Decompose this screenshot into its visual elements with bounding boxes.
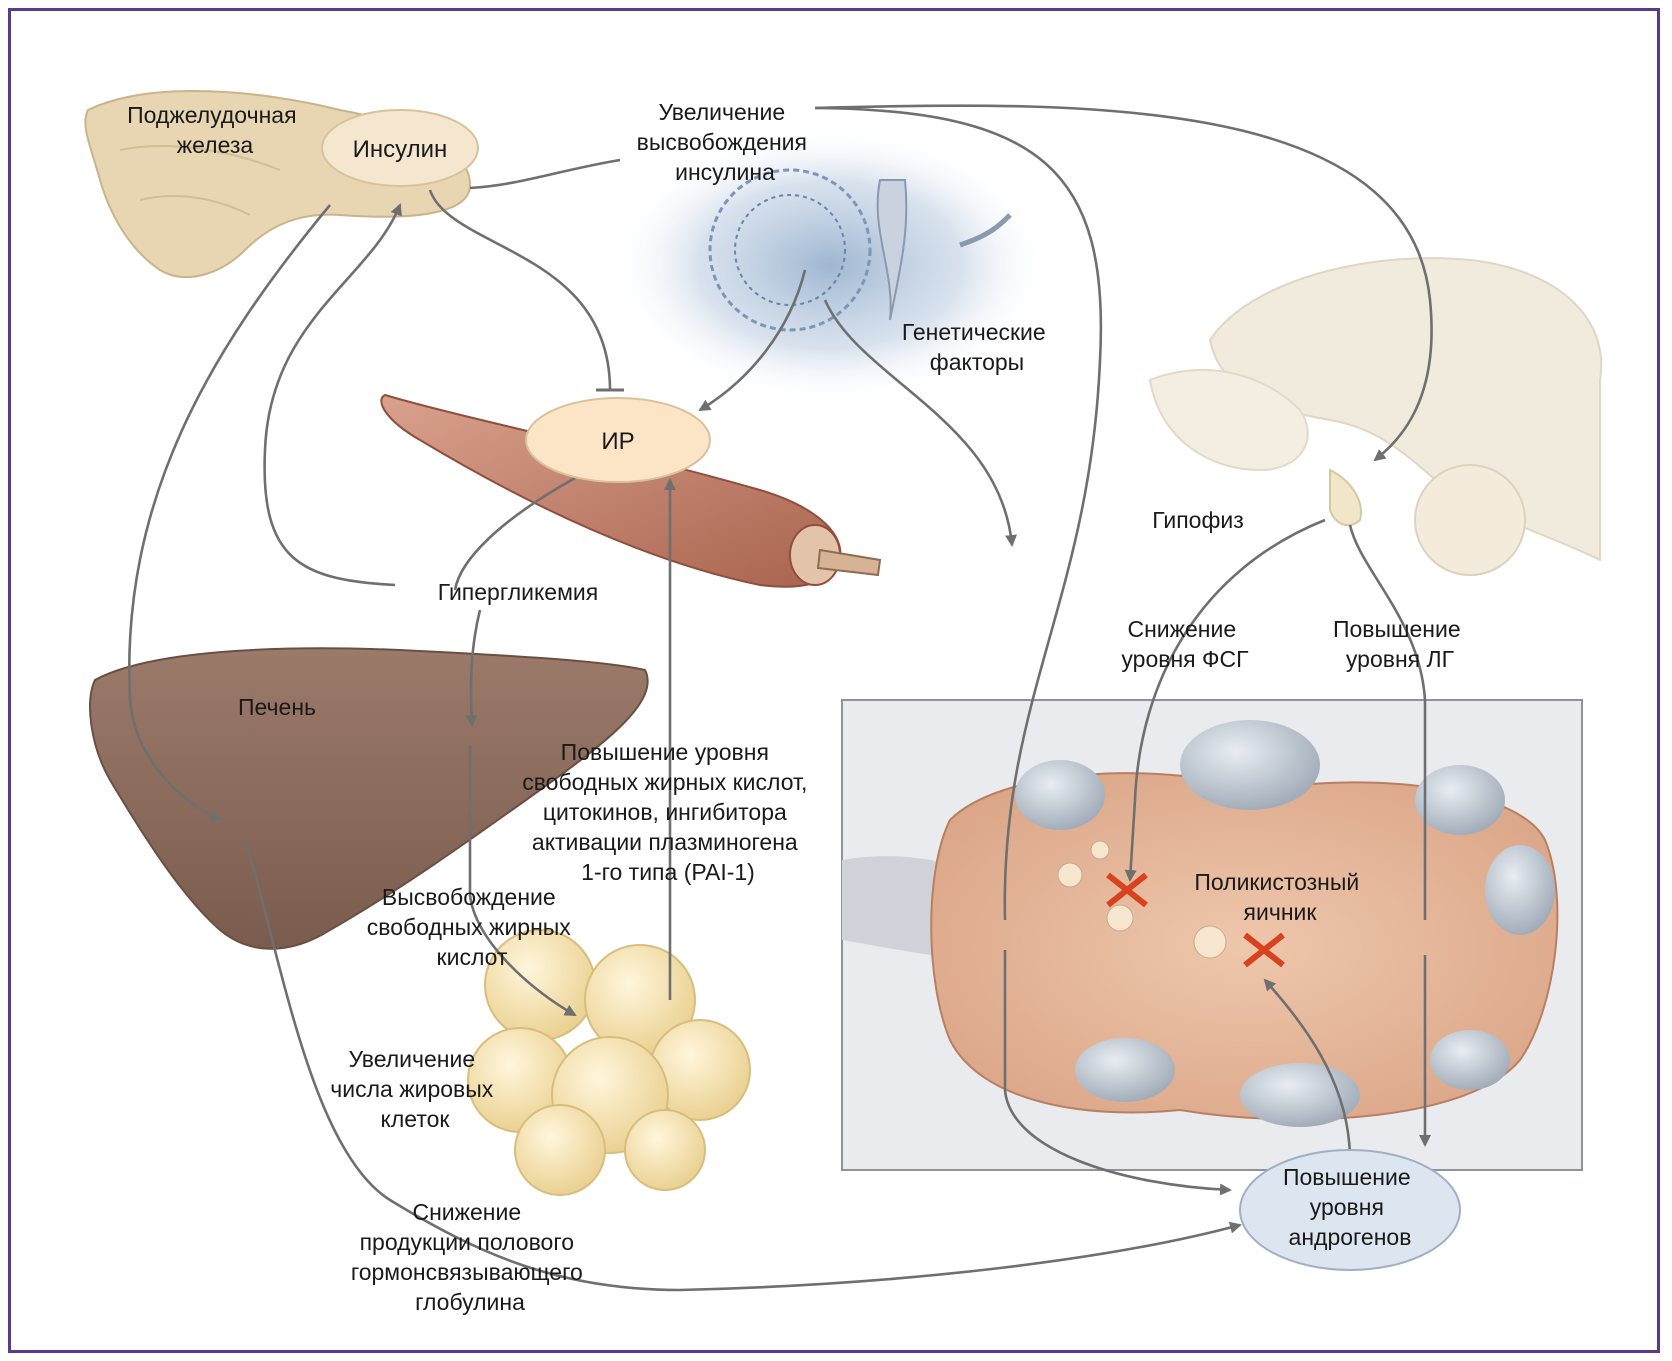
hyperglycemia-label: Гипергликемия xyxy=(438,579,598,605)
fsh-label: Снижение уровня ФСГ xyxy=(1121,616,1249,672)
shbg-label: Снижение продукции полового гормонсвязыв… xyxy=(351,1199,589,1315)
insulin-label: Инсулин xyxy=(353,136,448,163)
ffa-increase-label: Повышение уровня свободных жирных кислот… xyxy=(522,739,814,885)
liver-label: Печень xyxy=(238,694,316,720)
fat-cells-illustration xyxy=(468,930,750,1195)
ir-label: ИР xyxy=(601,428,634,455)
lh-label: Повышение уровня ЛГ xyxy=(1333,616,1467,672)
arrow-insulin-to-ir xyxy=(430,190,610,390)
pituitary-label: Гипофиз xyxy=(1152,507,1244,533)
ovary-panel xyxy=(842,700,1582,1170)
fat-cells-label: Увеличение числа жировых клеток xyxy=(330,1046,499,1132)
